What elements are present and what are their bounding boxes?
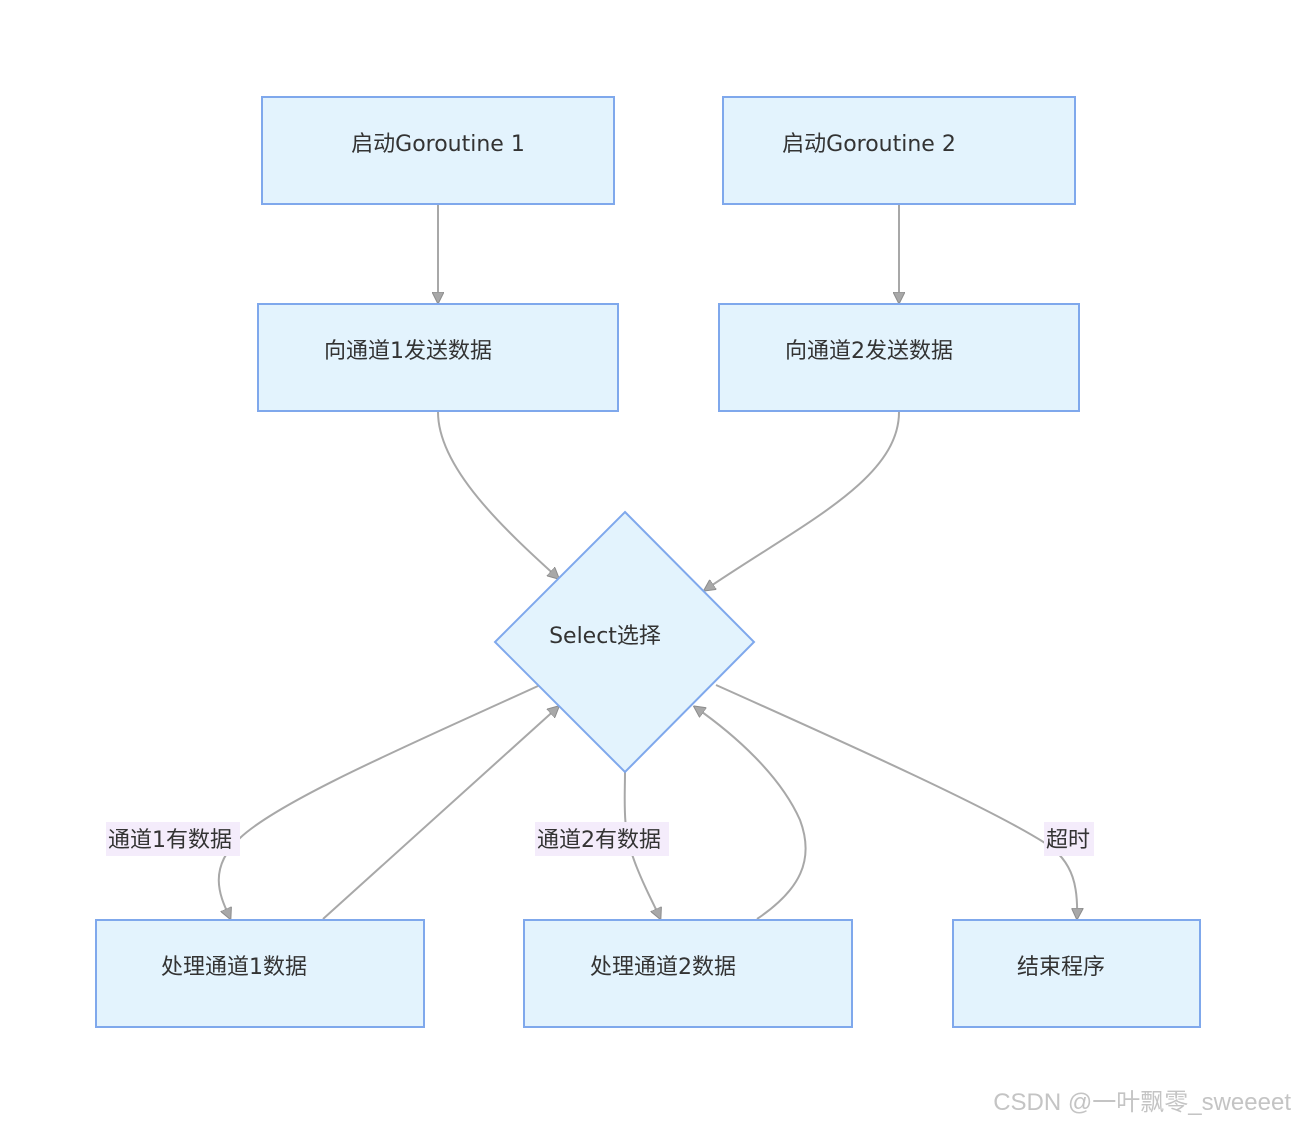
node-handle-channel-1-label: 处理通道1数据	[161, 955, 307, 980]
edge-label-timeout-text: 超时	[1046, 828, 1090, 853]
edges	[217, 205, 1077, 920]
edge-label-ch2: 通道2有数据	[535, 822, 669, 856]
watermark: CSDN @一叶飘零_sweeeet	[993, 1089, 1291, 1116]
node-handle-channel-2: 处理通道2数据	[523, 919, 853, 1028]
node-handle-channel-1: 处理通道1数据	[95, 919, 425, 1028]
node-start-goroutine-1: 启动Goroutine 1	[261, 96, 615, 205]
edge-handle1-to-select	[322, 707, 558, 920]
edge-label-ch1-text: 通道1有数据	[108, 828, 232, 853]
node-handle-channel-2-label: 处理通道2数据	[590, 955, 736, 980]
node-send-channel-1-label: 向通道1发送数据	[324, 339, 492, 364]
node-start-goroutine-1-label: 启动Goroutine 1	[351, 132, 525, 157]
node-start-goroutine-2: 启动Goroutine 2	[722, 96, 1076, 205]
node-start-goroutine-2-label: 启动Goroutine 2	[782, 132, 956, 157]
node-end-program-label: 结束程序	[1017, 955, 1105, 980]
node-send-channel-2: 向通道2发送数据	[718, 303, 1080, 412]
edge-send1-to-select	[437, 411, 558, 578]
node-select-decision: Select选择	[493, 510, 756, 774]
edge-handle2-to-select	[695, 707, 807, 920]
edge-select-to-end	[715, 684, 1077, 918]
edge-send2-to-select	[705, 411, 900, 590]
edge-label-ch1: 通道1有数据	[106, 822, 240, 856]
edge-label-ch2-text: 通道2有数据	[537, 828, 661, 853]
node-end-program: 结束程序	[952, 919, 1201, 1028]
edge-select-to-handle1	[217, 685, 539, 918]
node-select-decision-label: Select选择	[549, 624, 661, 649]
edge-label-timeout: 超时	[1044, 822, 1094, 856]
edge-select-to-handle2	[623, 771, 660, 918]
node-send-channel-1: 向通道1发送数据	[257, 303, 619, 412]
node-send-channel-2-label: 向通道2发送数据	[785, 339, 953, 364]
